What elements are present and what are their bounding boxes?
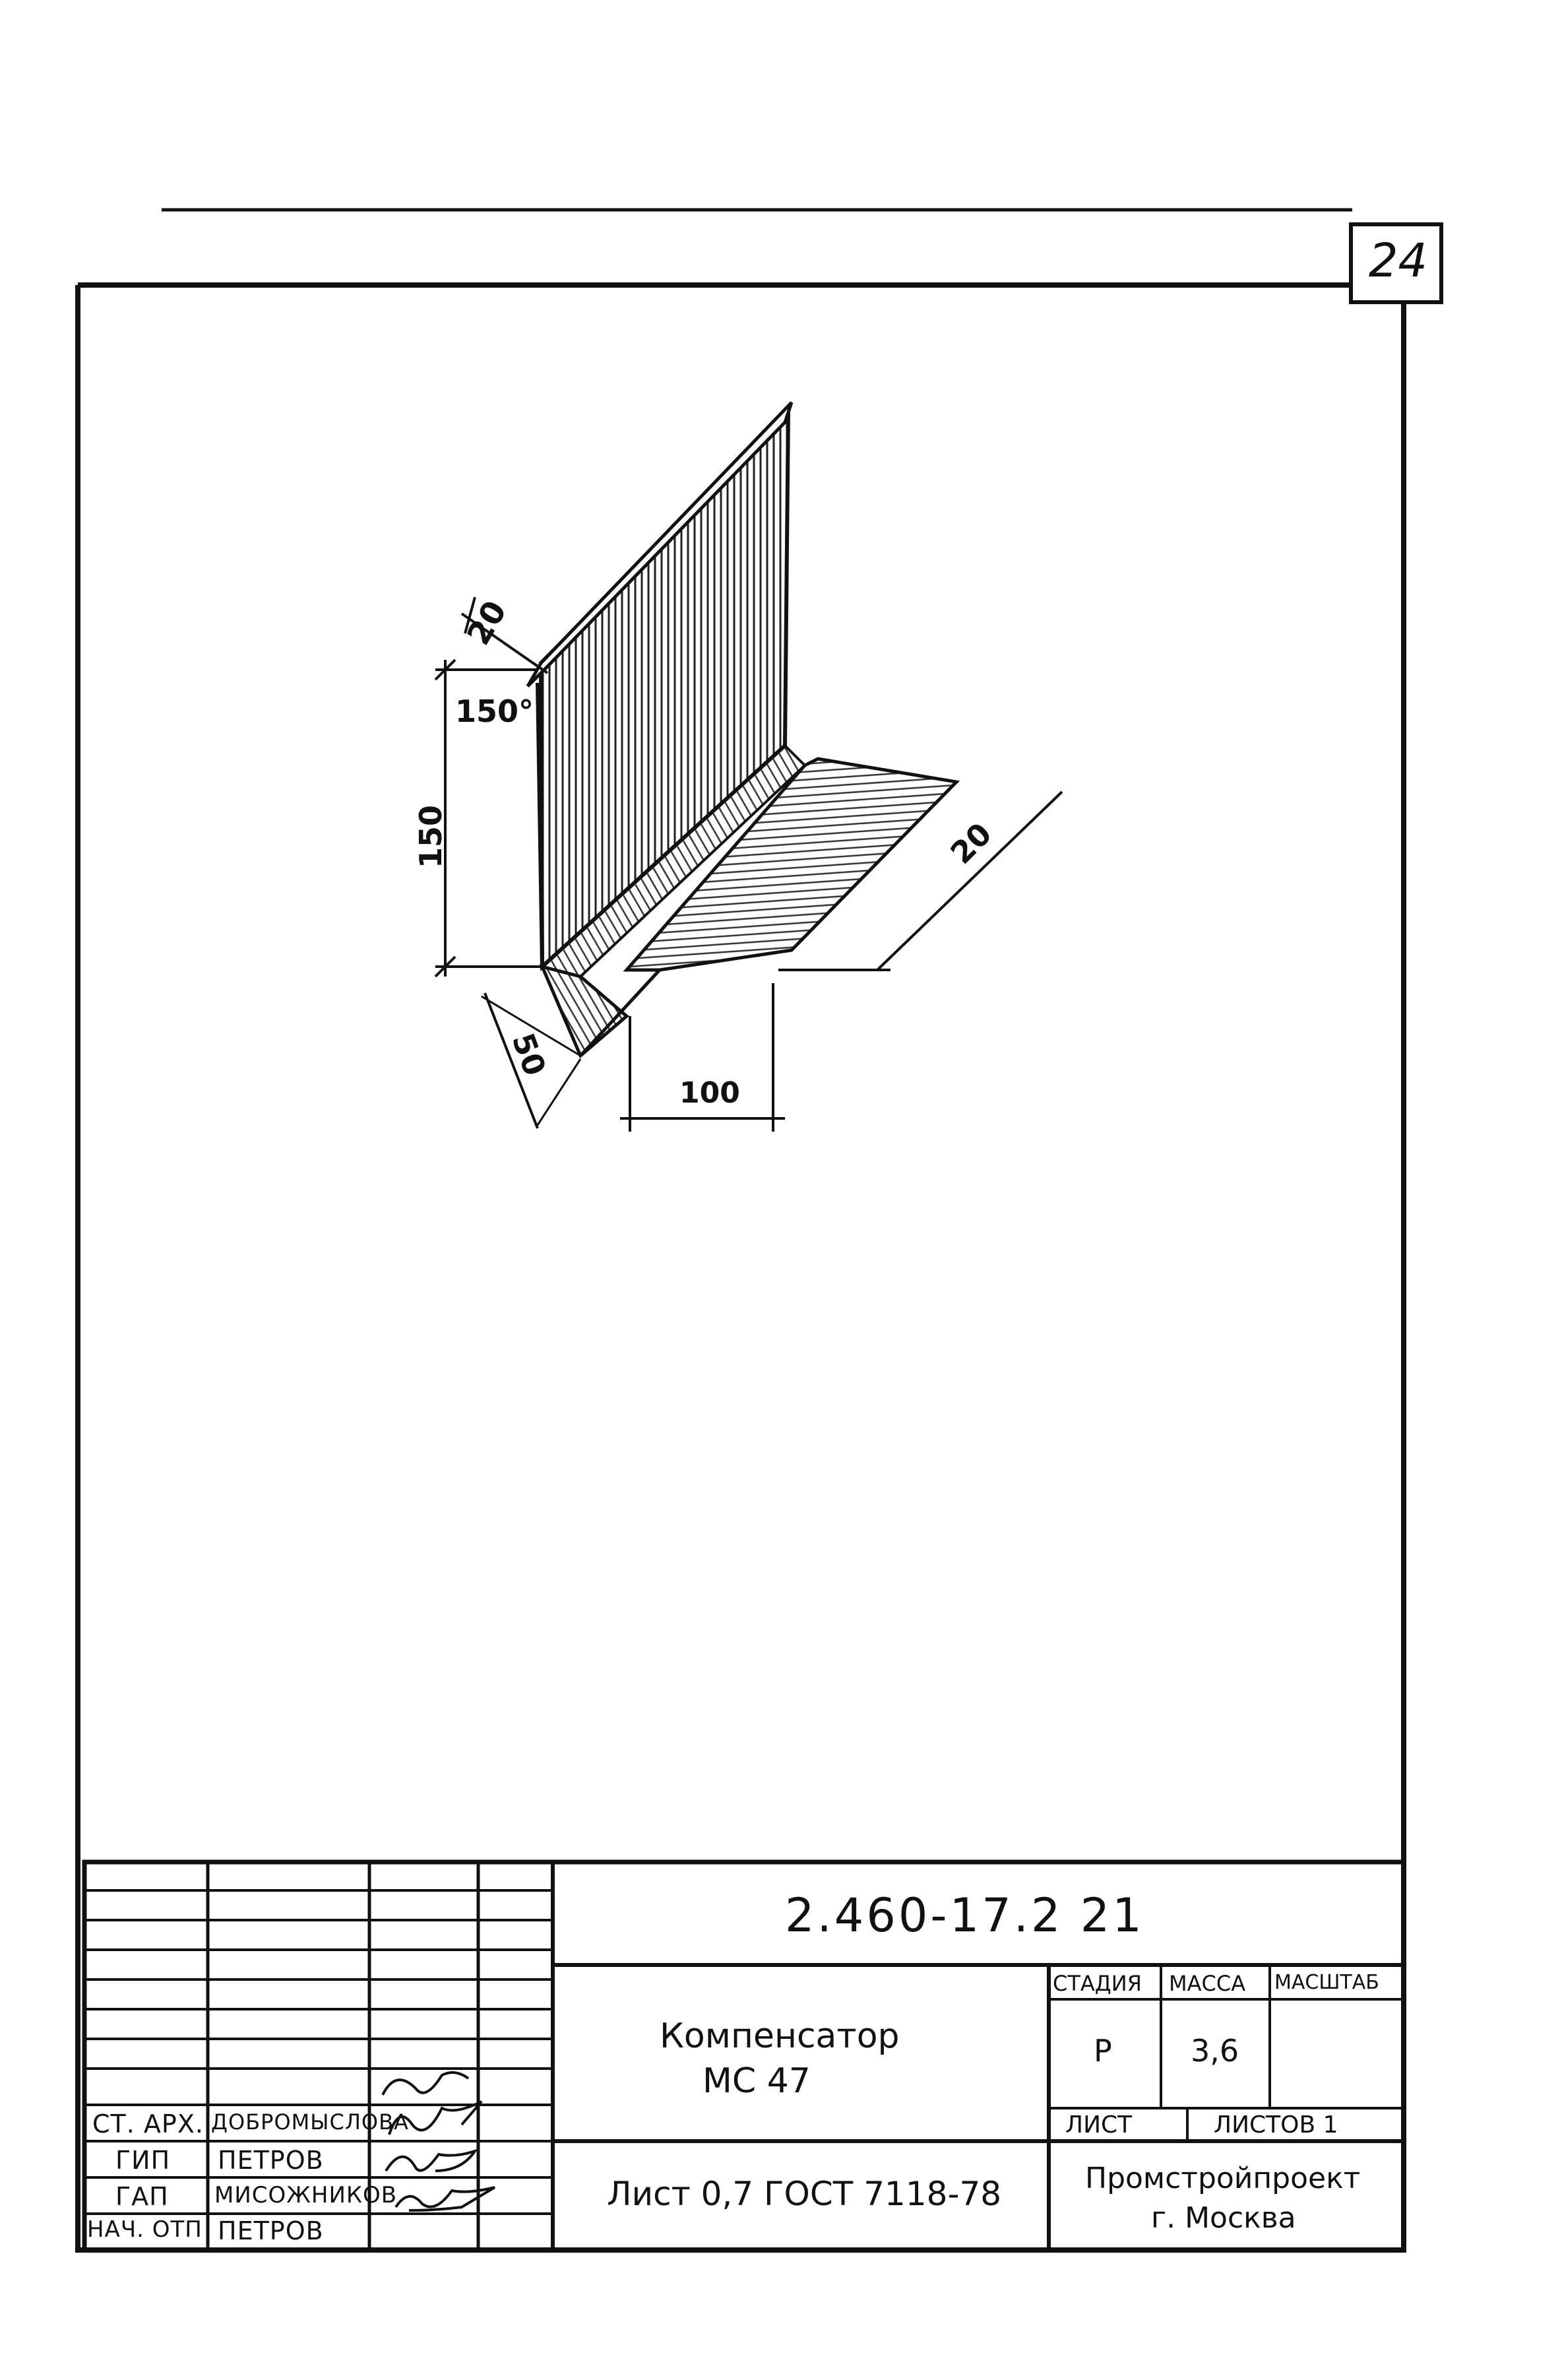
title-line-2: МС 47	[703, 2061, 811, 2101]
compensator-sketch	[434, 401, 1063, 1132]
header-mass: МАССА	[1169, 1971, 1246, 1996]
signature-role-1: СТ. АРХ.	[92, 2109, 204, 2139]
signature-role-2: ГИП	[115, 2146, 171, 2175]
sheet-number: 24	[1369, 234, 1428, 288]
material-spec: Лист 0,7 ГОСТ 7118-78	[607, 2175, 1002, 2213]
organization-line-1: Промстройпроект	[1085, 2162, 1361, 2195]
signature-name-4: ПЕТРОВ	[218, 2216, 324, 2245]
left-flange	[539, 964, 629, 1059]
signature-name-2: ПЕТРОВ	[218, 2146, 324, 2175]
signatures	[381, 2071, 496, 2212]
header-stage: СТАДИЯ	[1053, 1971, 1142, 1996]
value-stage: Р	[1094, 2033, 1112, 2069]
signature-role-3: ГАП	[115, 2182, 169, 2211]
dim-bottom-width: 100	[679, 1076, 740, 1110]
sheet-label: ЛИСТ	[1065, 2111, 1133, 2139]
organization-line-2: г. Москва	[1151, 2201, 1296, 2235]
signature-name-1: ДОБРОМЫСЛОВА	[211, 2109, 409, 2135]
signature-name-3: МИСОЖНИКОВ	[214, 2182, 398, 2208]
sheets-label: ЛИСТОВ 1	[1214, 2111, 1338, 2139]
dim-angle: 150°	[455, 693, 534, 729]
sheet-number-box	[1349, 222, 1443, 304]
value-mass: 3,6	[1191, 2033, 1239, 2069]
dim-height: 150	[413, 804, 449, 869]
signature-role-4: НАЧ. ОТП	[87, 2216, 203, 2243]
title-block-grid	[82, 1859, 1406, 2253]
title-line-1: Компенсатор	[660, 2016, 900, 2056]
header-scale: МАСШТАБ	[1274, 1971, 1379, 1994]
document-code: 2.460-17.2 21	[785, 1888, 1144, 1943]
